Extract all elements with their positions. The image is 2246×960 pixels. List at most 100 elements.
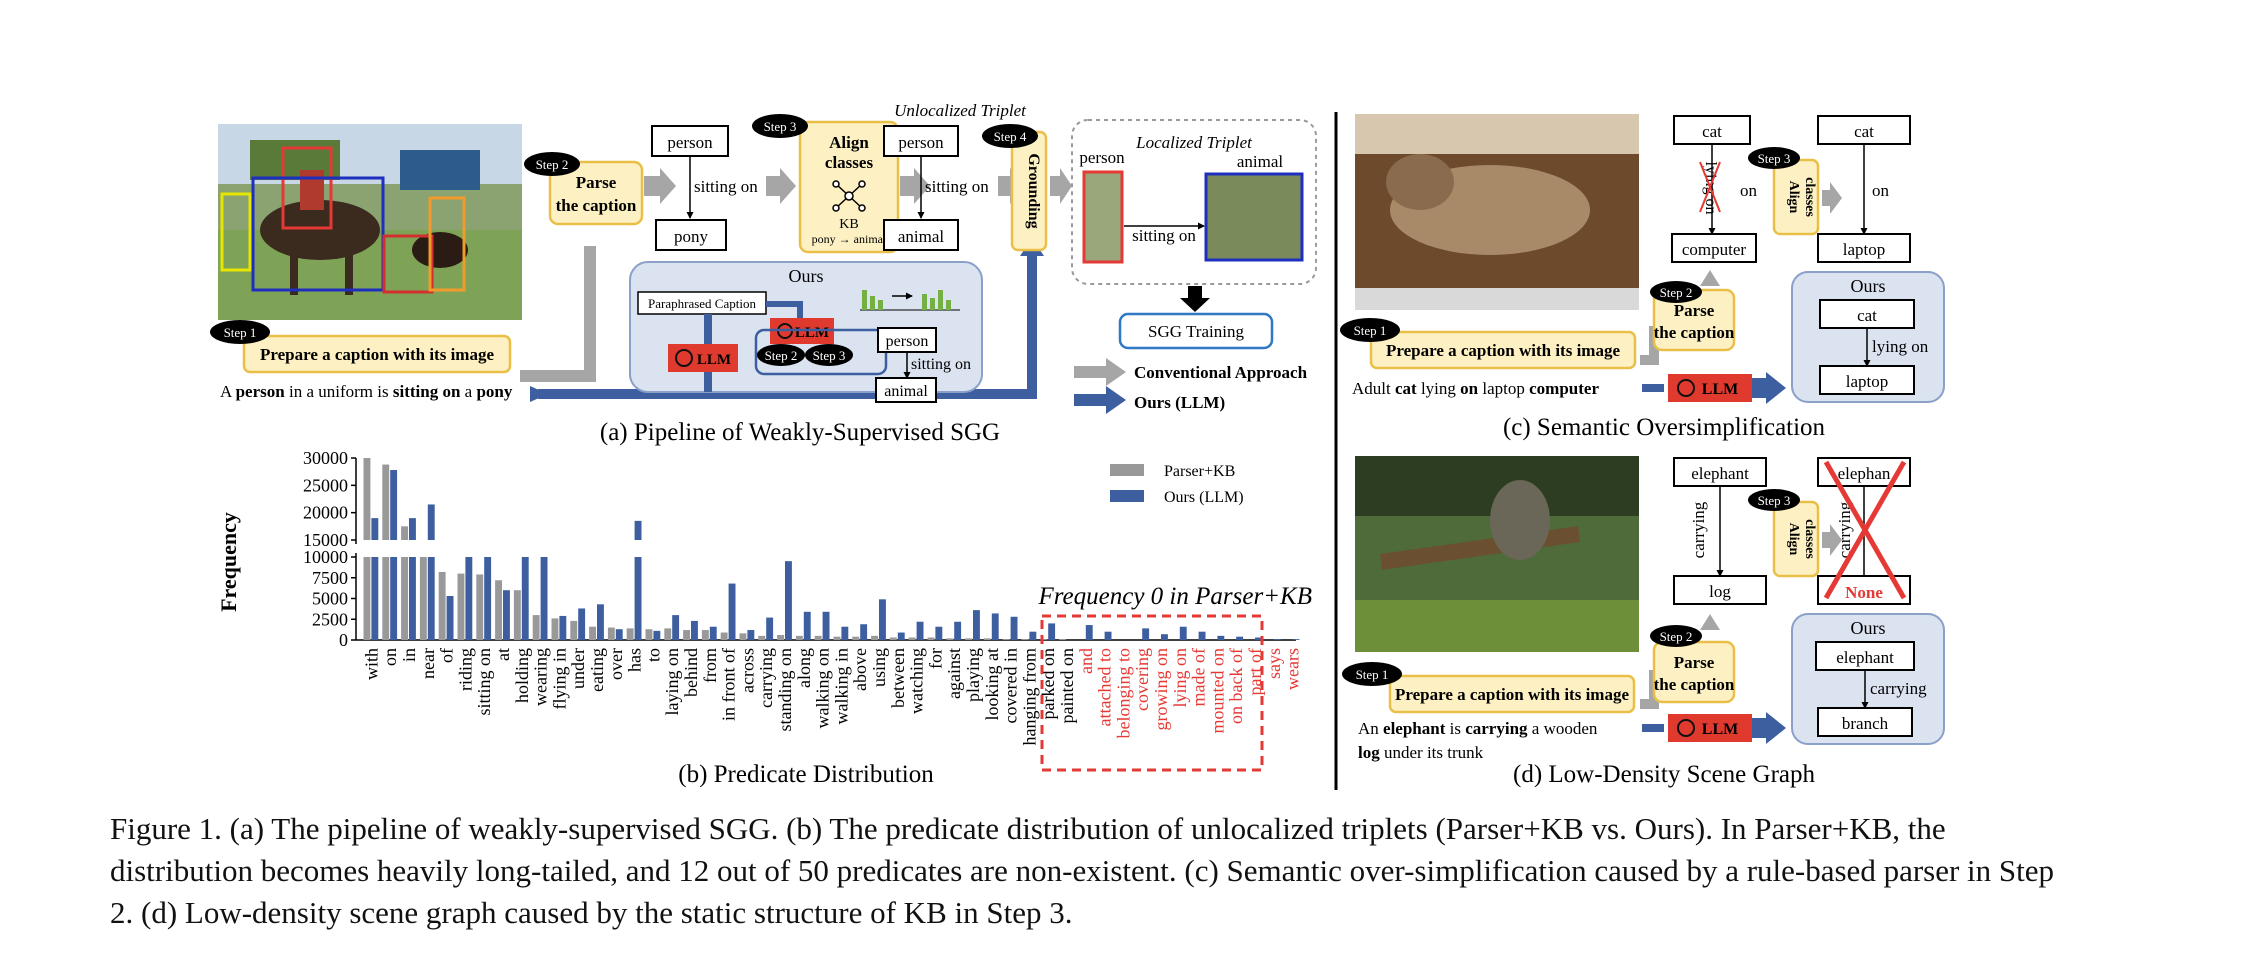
- sentence-segment: Adult: [1352, 379, 1395, 398]
- c-right-object-box: [1817, 233, 1911, 263]
- x-tick-label: in front of: [719, 648, 739, 721]
- x-tick-label: and: [1076, 648, 1096, 674]
- bar-ours: [578, 608, 586, 640]
- d-right-predicate: carrying: [1835, 501, 1854, 558]
- step2-badge-text: Step 2: [1660, 629, 1693, 644]
- bar-ours-upper: [427, 504, 435, 540]
- grounding-text: Grounding: [1025, 153, 1042, 228]
- x-tick-label: wears: [1283, 648, 1303, 690]
- x-tick-label: looking at: [982, 648, 1002, 721]
- ours-predicate: sitting on: [911, 356, 971, 373]
- sentence-segment: on: [1460, 379, 1479, 398]
- x-tick-label: flying in: [549, 648, 569, 710]
- step4-badge: [982, 124, 1038, 148]
- x-tick-label: lying on: [1170, 648, 1190, 708]
- x-tick-label: for: [925, 648, 945, 669]
- legend-conventional: Conventional Approach: [1134, 363, 1308, 382]
- bar-parser: [382, 557, 390, 640]
- bar-parser: [983, 638, 991, 640]
- triplet2-object-box: [883, 219, 959, 251]
- bar-ours: [954, 621, 962, 640]
- x-tick-label: holding: [512, 648, 532, 703]
- bar-parser: [626, 628, 634, 640]
- bar-ours: [1048, 623, 1056, 640]
- bar-parser: [946, 638, 954, 640]
- bar-ours: [371, 557, 379, 640]
- ours-object: animal: [884, 383, 928, 400]
- step1-group: Prepare a caption with its image Step 1: [210, 320, 512, 374]
- triplet2-subject-box: [883, 125, 959, 157]
- parse-line2: the caption: [1654, 323, 1735, 342]
- step1-box: [1369, 330, 1637, 370]
- x-tick-label: mounted on: [1207, 648, 1227, 734]
- legend-ours: Ours (LLM): [1134, 393, 1225, 412]
- bar-ours: [709, 626, 717, 640]
- bar-parser: [852, 636, 860, 640]
- bar-ours: [653, 630, 661, 640]
- bar-ours: [1104, 631, 1112, 640]
- bar-ours-upper: [371, 518, 379, 540]
- zero-frequency-box: [1040, 614, 1264, 772]
- x-tick-label: on back of: [1226, 648, 1246, 724]
- localized-triplet-frame: [1071, 119, 1317, 285]
- bar-parser: [589, 626, 596, 640]
- bar-parser: [438, 571, 446, 640]
- legend-swatch-parser: [1110, 464, 1144, 476]
- x-tick-label: to: [643, 648, 663, 662]
- bar-ours: [1085, 625, 1093, 640]
- gray-path-step1: [520, 246, 596, 382]
- bar-ours: [521, 557, 529, 640]
- caption-sentence-line2: log under its trunk: [1358, 743, 1484, 762]
- c-left-subject: cat: [1702, 122, 1722, 141]
- c-ours-predicate: lying on: [1872, 337, 1929, 356]
- x-tick-label: against: [944, 648, 964, 699]
- localized-animal-crop: [1204, 172, 1304, 262]
- bar-ours: [540, 557, 548, 640]
- triplet1-predicate: sitting on: [694, 177, 758, 196]
- x-tick-label: riding: [455, 648, 475, 691]
- step1-badge-text: Step 1: [1354, 323, 1387, 338]
- d-ours-object-box: [1817, 707, 1913, 737]
- c-ours-title: Ours: [1851, 276, 1886, 296]
- ours-subject-box: [877, 327, 937, 353]
- bar-parser: [814, 635, 822, 640]
- bar-parser: [739, 633, 747, 640]
- bar-ours: [390, 557, 398, 640]
- d-ours-predicate: carrying: [1870, 679, 1927, 698]
- llm-box-1: [668, 344, 738, 372]
- sentence-segment: person: [236, 382, 286, 401]
- figure-caption: Figure 1. (a) The pipeline of weakly-sup…: [110, 811, 2055, 930]
- bar-ours: [465, 557, 473, 640]
- bar-ours: [822, 611, 830, 640]
- paraphrased-caption-text: Paraphrased Caption: [648, 296, 756, 311]
- step3-badge: [752, 114, 808, 138]
- sentence-segment: cat: [1395, 379, 1417, 398]
- bar-parser: [495, 580, 502, 640]
- x-tick-label: laying on: [662, 648, 682, 716]
- llm-label-2: LLM: [795, 325, 829, 341]
- bar-parser-upper: [363, 458, 371, 540]
- bar-parser-upper: [401, 526, 408, 540]
- c-left-object-box: [1671, 233, 1757, 263]
- bar-parser: [777, 635, 784, 640]
- bar-ours: [1029, 631, 1037, 640]
- bar-ours-upper: [634, 520, 642, 540]
- bar-ours: [1217, 635, 1225, 640]
- panel-a-caption: (a) Pipeline of Weakly-Supervised SGG: [600, 419, 1000, 446]
- x-tick-label: of: [437, 648, 457, 663]
- bar-ours: [803, 611, 811, 640]
- d-right-subject: elephan: [1838, 464, 1891, 483]
- bar-parser: [476, 574, 484, 640]
- x-tick-label: across: [737, 648, 757, 693]
- triplet1-object: pony: [674, 227, 709, 246]
- bar-ours: [1010, 616, 1018, 640]
- bar-parser: [889, 637, 897, 640]
- step1-box-text: Prepare a caption with its image: [260, 345, 494, 364]
- kb-mapping: pony → animal: [812, 232, 887, 246]
- x-tick-label: between: [888, 648, 908, 708]
- ours-pipeline-panel: Ours Paraphrased Caption LLM LLM Step 2 …: [629, 261, 983, 403]
- x-tick-label: belonging to: [1113, 648, 1133, 739]
- ours-step2-badge: Step 2: [765, 348, 798, 363]
- sentence-segment: log: [1358, 743, 1380, 762]
- panel-b-chart: Frequency 300002500020000150001000075005…: [216, 448, 1312, 788]
